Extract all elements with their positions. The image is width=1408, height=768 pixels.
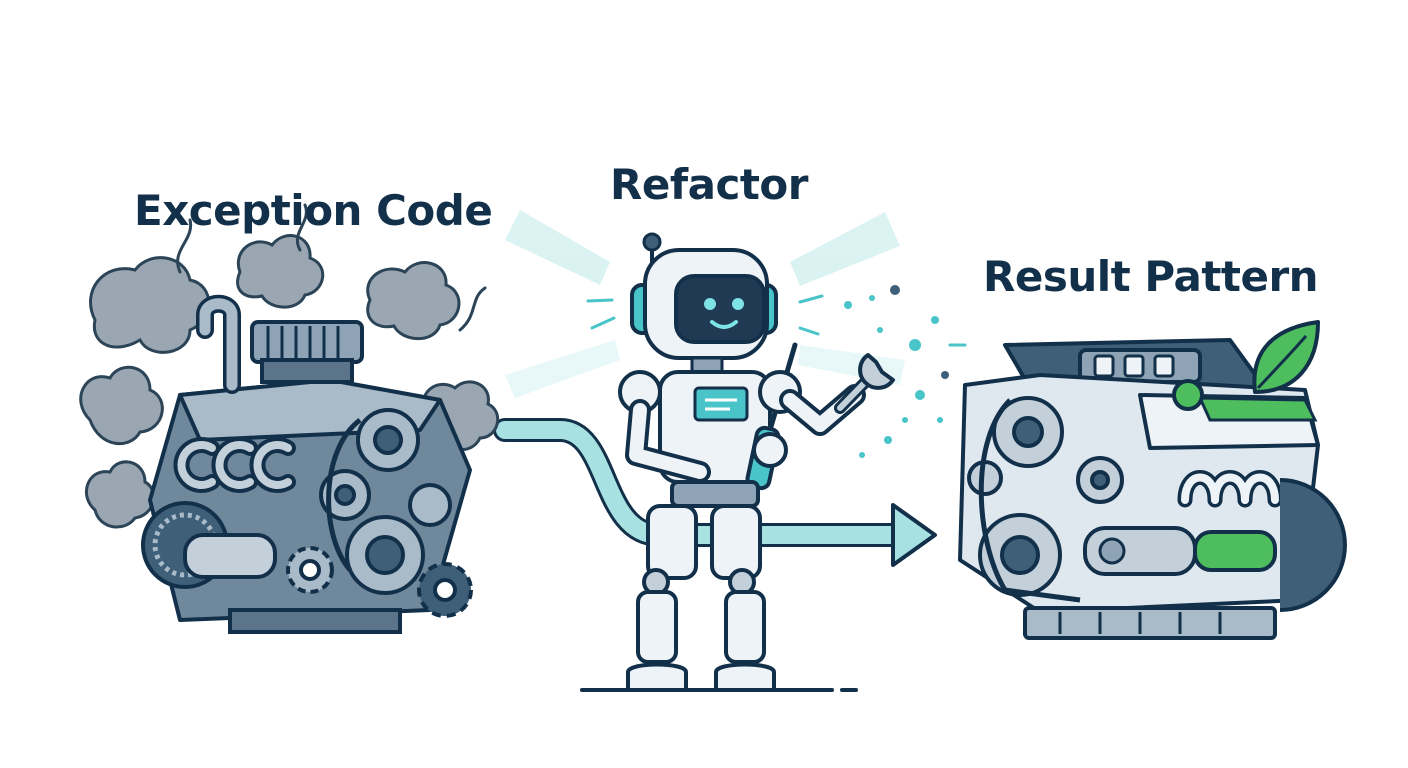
refactor-label: Refactor <box>610 160 808 209</box>
sparkle-particles-icon <box>844 285 949 458</box>
clean-engine-icon <box>958 320 1347 640</box>
gear-icon <box>286 546 473 618</box>
result-pattern-label: Result Pattern <box>983 252 1319 301</box>
exception-code-label: Exception Code <box>134 186 493 235</box>
robot-mechanic-icon <box>580 232 967 692</box>
leaf-icon <box>1252 320 1320 394</box>
smoking-engine-icon <box>79 203 500 634</box>
wrench-icon <box>834 353 895 414</box>
